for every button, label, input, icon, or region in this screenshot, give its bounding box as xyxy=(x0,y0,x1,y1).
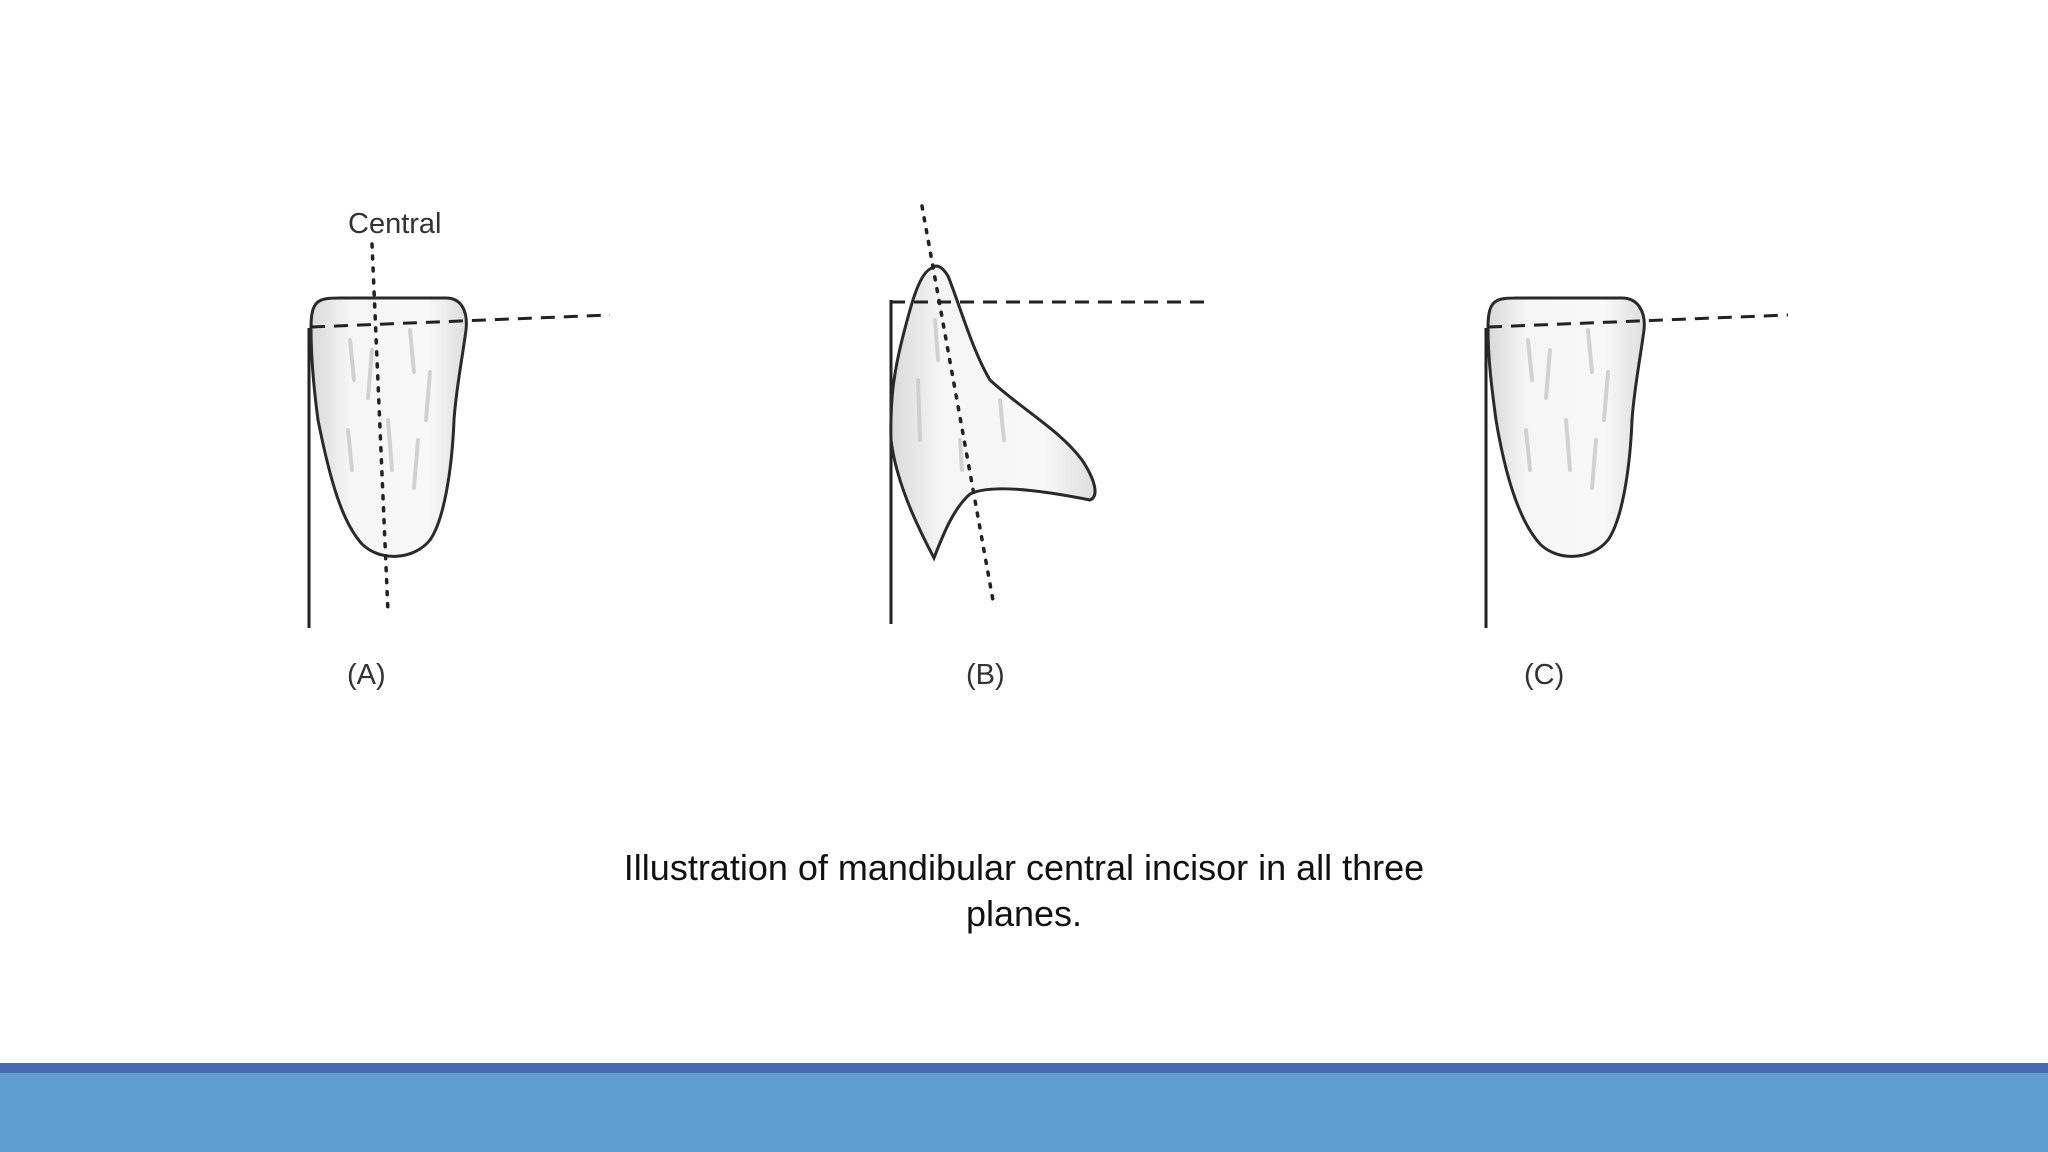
panel-a-label: (A) xyxy=(347,659,386,691)
panel-c-horizontal-plane-line xyxy=(1487,313,1789,329)
caption-line-1: Illustration of mandibular central incis… xyxy=(623,847,1425,888)
panel-b-diagram: (B) xyxy=(889,204,1210,691)
panel-b-tooth-outline xyxy=(889,264,1097,562)
panel-b-label: (B) xyxy=(966,659,1005,691)
panel-c-diagram: (C) xyxy=(1484,296,1789,691)
footer-accent-line xyxy=(0,1063,2048,1073)
panel-b-axis-line xyxy=(920,204,996,608)
footer-bar xyxy=(0,1073,2048,1152)
panel-a-horizontal-plane-line xyxy=(310,313,611,329)
panel-c-label: (C) xyxy=(1524,659,1564,691)
panel-a-central-axis-line xyxy=(370,242,390,614)
central-label: Central xyxy=(348,208,442,240)
incisor-illustration: Central (A) (B) (C) xyxy=(307,204,1789,691)
panel-a-diagram: Central (A) xyxy=(307,208,611,691)
caption-line-2: planes. xyxy=(965,893,1083,934)
figure-caption: Illustration of mandibular central incis… xyxy=(524,845,1524,937)
